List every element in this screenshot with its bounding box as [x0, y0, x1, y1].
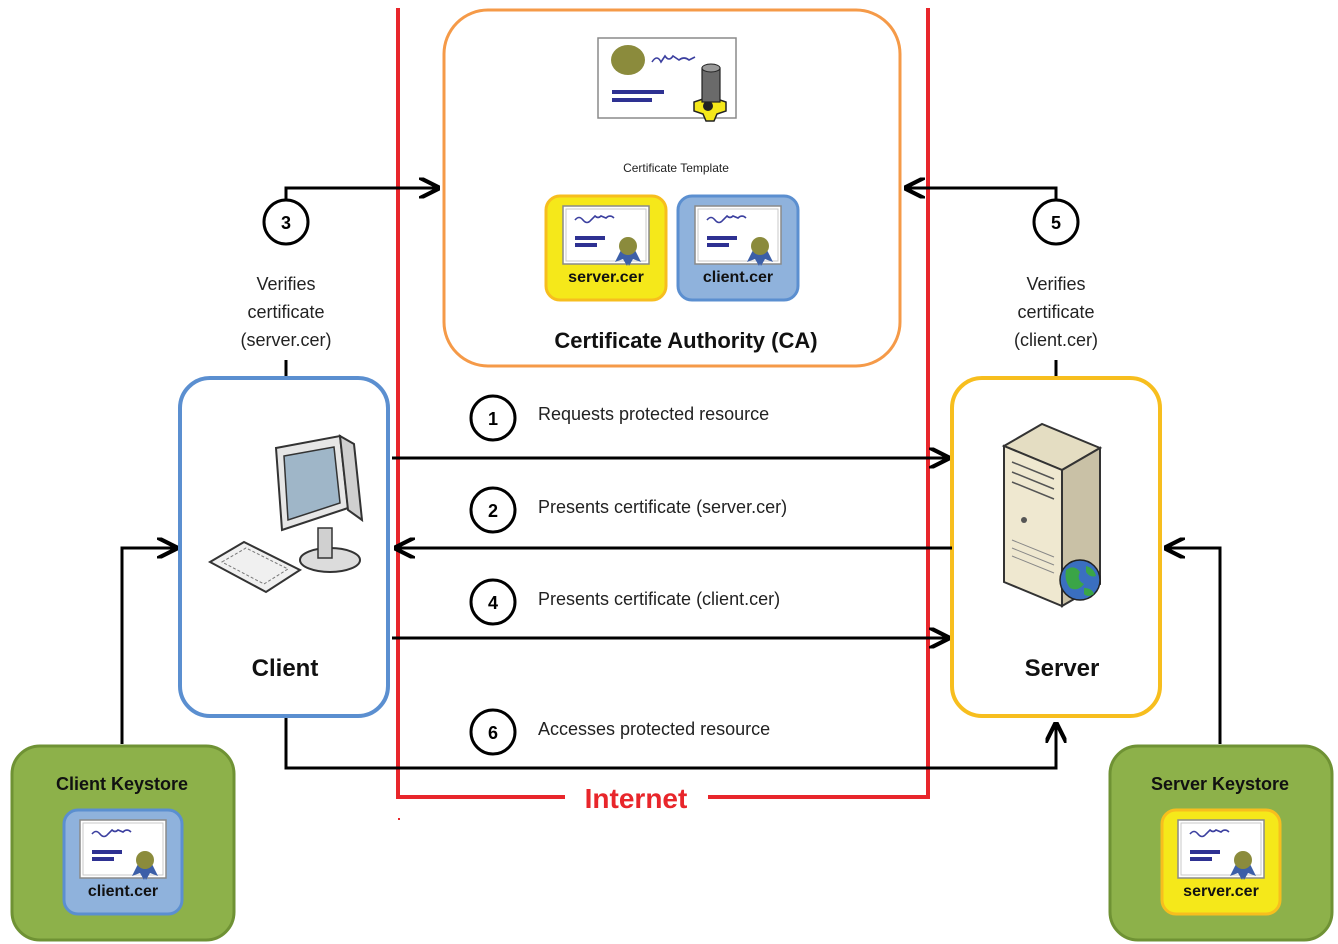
client-box: Client [178, 376, 390, 718]
client-keystore-title: Client Keystore [56, 774, 188, 794]
certificate-authority-box: Certificate Template server.cer client.c… [442, 8, 902, 368]
client-label: Client [252, 655, 319, 682]
certificate-template-label: Certificate Template [623, 161, 729, 175]
ca-server-cert: server.cer [544, 194, 668, 302]
internet-label: Internet [585, 783, 688, 814]
step-2: 2 Presents certificate (server.cer) [469, 486, 787, 534]
step-3-number: 3 [281, 213, 291, 233]
server-label: Server [1025, 655, 1100, 682]
step-3-line-3: (server.cer) [240, 330, 331, 350]
step-5-line-2: certificate [1017, 302, 1094, 322]
step-1: 1 Requests protected resource [469, 394, 769, 442]
step-4-text: Presents certificate (client.cer) [538, 589, 780, 609]
step-4: 4 Presents certificate (client.cer) [469, 578, 780, 626]
step-5: 5 Verifies certificate (client.cer) [1014, 198, 1098, 350]
connectors [120, 188, 1222, 770]
step-3-line-2: certificate [247, 302, 324, 322]
step-4-number: 4 [488, 593, 498, 613]
step-1-text: Requests protected resource [538, 404, 769, 424]
step-1-number: 1 [488, 409, 498, 429]
step-5-line-3: (client.cer) [1014, 330, 1098, 350]
stray-mark [398, 818, 400, 820]
step-5-line-1: Verifies [1026, 274, 1085, 294]
step-2-number: 2 [488, 501, 498, 521]
step-2-text: Presents certificate (server.cer) [538, 497, 787, 517]
ca-client-cert-label: client.cer [703, 269, 773, 286]
server-keystore-box: Server Keystore server.cer [1108, 744, 1334, 942]
server-box: Server [950, 376, 1162, 718]
step-5-number: 5 [1051, 213, 1061, 233]
server-tower-icon [1001, 422, 1103, 608]
step-6-number: 6 [488, 723, 498, 743]
step-6: 6 Accesses protected resource [469, 708, 770, 756]
step-6-text: Accesses protected resource [538, 719, 770, 739]
ca-server-cert-label: server.cer [568, 269, 644, 286]
internet-boundary: Internet [396, 8, 930, 814]
desktop-computer-icon [207, 434, 364, 594]
client-keystore-box: Client Keystore client.cer [10, 744, 236, 942]
step-3: 3 Verifies certificate (server.cer) [240, 198, 332, 350]
ca-client-cert: client.cer [676, 194, 800, 302]
server-keystore-cert-label: server.cer [1183, 883, 1259, 900]
server-keystore-title: Server Keystore [1151, 774, 1289, 794]
step-3-line-1: Verifies [256, 274, 315, 294]
client-keystore-cert-label: client.cer [88, 883, 158, 900]
ca-title: Certificate Authority (CA) [554, 328, 817, 353]
certificate-template-icon [597, 37, 737, 122]
